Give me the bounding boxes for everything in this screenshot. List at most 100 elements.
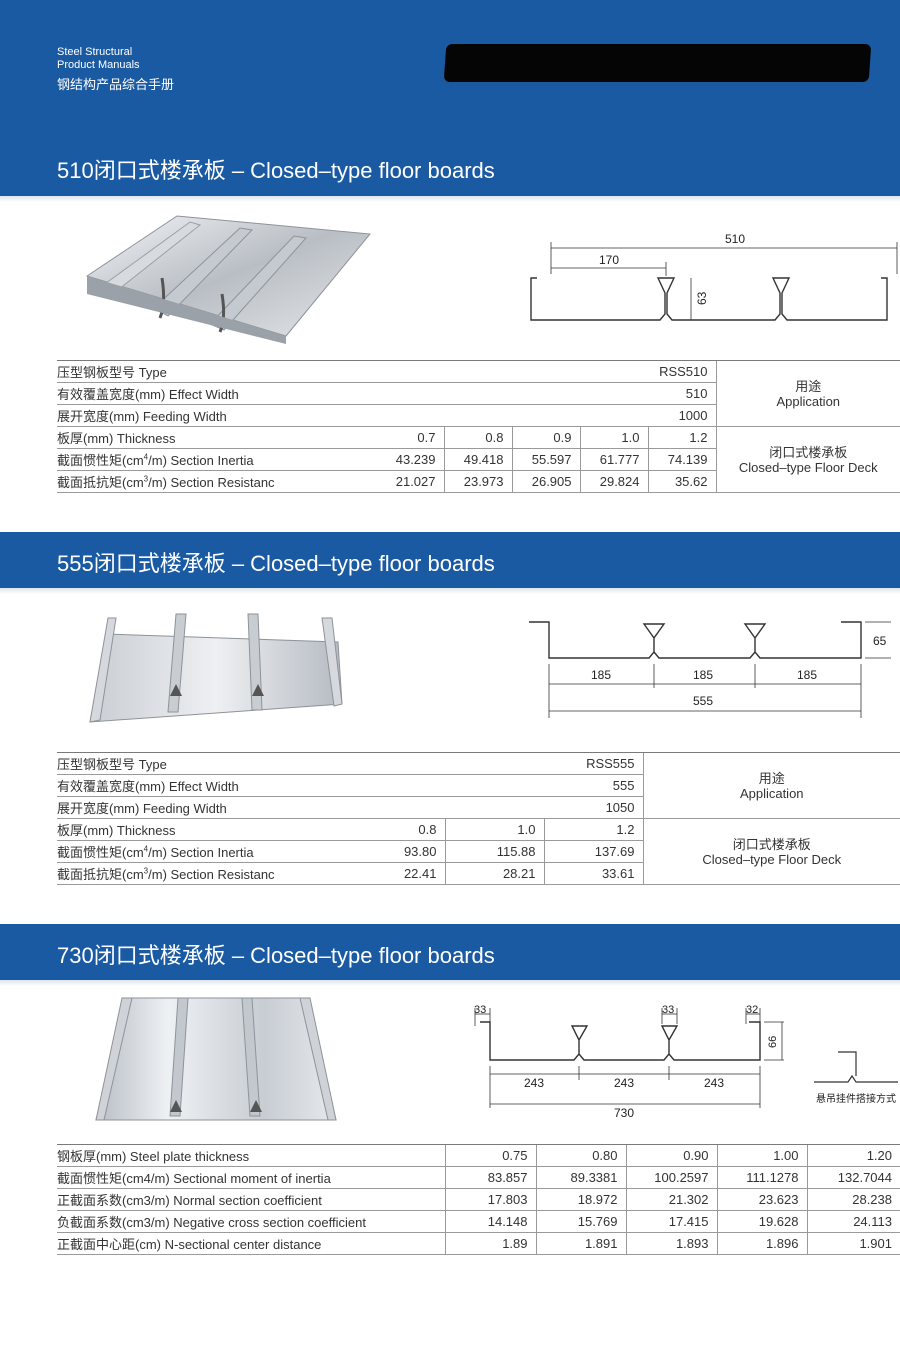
thickness-cell: 1.0	[579, 426, 648, 449]
dim-pitch-730: 243	[704, 1076, 724, 1090]
dim-pitch-730: 243	[524, 1076, 544, 1090]
table-cell: 132.7044	[806, 1166, 900, 1189]
table-cell: 1.901	[806, 1232, 900, 1255]
section-title-510: 510闭口式楼承板 – Closed–type floor boards	[57, 158, 495, 183]
inertia-cell: 61.777	[579, 448, 648, 471]
thickness-cell: 1.2	[647, 426, 716, 449]
value-type: RSS510	[512, 360, 716, 383]
resist-cell: 33.61	[543, 862, 643, 885]
label-type: 压型钢板型号 Type	[57, 360, 512, 383]
label-resistance: 截面抵抗矩(cm3/m) Section Resistanc	[57, 862, 347, 885]
label-feeding-width: 展开宽度(mm) Feeding Width	[57, 796, 445, 819]
profile-diagram-510: 510 170 63	[530, 232, 898, 321]
brand-block: Steel Structural Product Manuals 钢结构产品综合…	[57, 46, 174, 91]
inertia-cell: 49.418	[443, 448, 512, 471]
thickness-cell: 1.2	[543, 818, 643, 841]
thickness-cell: 0.7	[377, 426, 444, 449]
section-title-555: 555闭口式楼承板 – Closed–type floor boards	[57, 551, 495, 576]
table-row: 截面惯性矩(cm4/m) Sectional moment of inertia…	[57, 1166, 900, 1189]
row-label: 正截面系数(cm3/m) Normal section coefficient	[57, 1188, 445, 1211]
row-label: 钢板厚(mm) Steel plate thickness	[57, 1144, 445, 1167]
table-cell: 18.972	[535, 1188, 626, 1211]
application-value: 闭口式楼承板 Closed–type Floor Deck	[715, 426, 900, 493]
brand-line-1: Steel Structural	[57, 46, 133, 58]
table-cell: 1.896	[716, 1232, 807, 1255]
hanger-caption: 悬吊挂件搭接方式	[816, 1092, 896, 1105]
divider	[0, 980, 900, 986]
application-en: Application	[776, 393, 841, 409]
table-cell: 28.238	[806, 1188, 900, 1211]
resist-cell: 21.027	[377, 470, 444, 493]
inertia-cell: 137.69	[543, 840, 643, 863]
resist-cell: 29.824	[579, 470, 648, 493]
page-header: Steel Structural Product Manuals 钢结构产品综合…	[0, 0, 900, 196]
application-cn: 用途	[795, 378, 822, 394]
table-cell: 1.00	[716, 1144, 807, 1167]
table-cell: 14.148	[444, 1210, 536, 1233]
table-cell: 100.2597	[625, 1166, 717, 1189]
table-cell: 0.75	[444, 1144, 536, 1167]
dim-pitch-555: 185	[591, 668, 611, 682]
dim-top-730: 33	[474, 1004, 486, 1016]
table-cell: 15.769	[535, 1210, 626, 1233]
label-thickness: 板厚(mm) Thickness	[57, 426, 377, 449]
table-cell: 19.628	[716, 1210, 807, 1233]
label-inertia: 截面惯性矩(cm4/m) Section Inertia	[57, 448, 377, 471]
brand-cn: 钢结构产品综合手册	[57, 77, 175, 92]
table-cell: 1.893	[625, 1232, 717, 1255]
table-cell: 83.857	[444, 1166, 536, 1189]
use-cn: 闭口式楼承板	[732, 836, 811, 852]
table-cell: 24.113	[806, 1210, 900, 1233]
table-cell: 89.3381	[535, 1166, 626, 1189]
dim-height-555: 65	[873, 634, 887, 648]
table-cell: 17.803	[444, 1188, 536, 1211]
inertia-cell: 115.88	[444, 840, 544, 863]
inertia-cell: 43.239	[377, 448, 444, 471]
dim-total-730: 730	[614, 1106, 634, 1120]
section-band-555: 555闭口式楼承板 – Closed–type floor boards	[0, 532, 900, 588]
thickness-cell: 0.8	[347, 818, 445, 841]
dim-total-555: 555	[693, 694, 713, 708]
row-label: 截面惯性矩(cm4/m) Sectional moment of inertia	[57, 1166, 445, 1189]
label-thickness: 板厚(mm) Thickness	[57, 818, 347, 841]
label-effect-width: 有效覆盖宽度(mm) Effect Width	[57, 382, 512, 405]
table-cell: 21.302	[625, 1188, 717, 1211]
dim-height-730: 66	[767, 1036, 779, 1048]
product-photo-555	[89, 613, 343, 723]
use-cn: 闭口式楼承板	[769, 444, 848, 460]
use-en: Closed–type Floor Deck	[702, 851, 842, 867]
thickness-cell: 0.9	[511, 426, 580, 449]
profile-diagram-555: 185 185 185 555 65	[529, 621, 891, 718]
application-value: 闭口式楼承板 Closed–type Floor Deck	[642, 818, 900, 885]
table-cell: 1.89	[444, 1232, 536, 1255]
resist-cell: 26.905	[511, 470, 580, 493]
inertia-cell: 55.597	[511, 448, 580, 471]
hanger-diagram: 悬吊挂件搭接方式	[814, 1051, 898, 1105]
table-row: 负截面系数(cm3/m) Negative cross section coef…	[57, 1210, 900, 1233]
label-resistance: 截面抵抗矩(cm3/m) Section Resistanc	[57, 470, 377, 493]
inertia-cell: 74.139	[647, 448, 716, 471]
dim-top-730: 32	[746, 1004, 758, 1016]
table-cell: 17.415	[625, 1210, 717, 1233]
row-label: 正截面中心距(cm) N-sectional center distance	[57, 1232, 445, 1255]
spec-table-555: 压型钢板型号 Type RSS555 用途 Application 有效覆盖宽度…	[57, 752, 900, 885]
use-en: Closed–type Floor Deck	[738, 459, 878, 475]
value-type: RSS555	[445, 752, 643, 775]
dim-total-510: 510	[725, 232, 745, 246]
label-feeding-width: 展开宽度(mm) Feeding Width	[57, 404, 512, 427]
value-effect-width: 510	[512, 382, 716, 405]
dim-top-730: 33	[662, 1004, 674, 1016]
product-photo-510	[85, 215, 371, 344]
value-feeding-width: 1050	[445, 796, 643, 819]
resist-cell: 35.62	[647, 470, 716, 493]
divider	[0, 588, 900, 594]
product-photo-730	[95, 997, 337, 1121]
row-label: 负截面系数(cm3/m) Negative cross section coef…	[57, 1210, 445, 1233]
dim-height-510: 63	[695, 291, 709, 305]
label-type: 压型钢板型号 Type	[57, 752, 445, 775]
section-band-730: 730闭口式楼承板 – Closed–type floor boards	[0, 924, 900, 980]
application-header: 用途 Application	[715, 360, 900, 427]
section-title-730: 730闭口式楼承板 – Closed–type floor boards	[57, 943, 495, 968]
